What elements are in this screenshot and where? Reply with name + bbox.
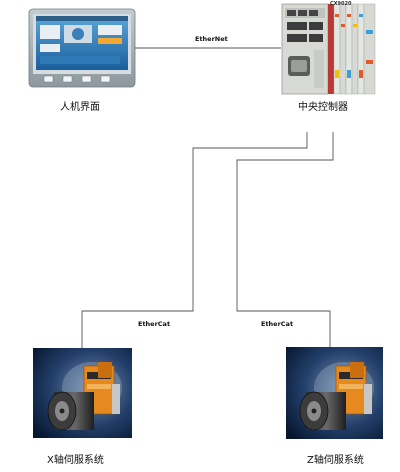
plc-controller-icon <box>281 3 376 95</box>
touch-panel-hmi-icon <box>28 8 136 88</box>
hmi-label: 人机界面 <box>60 102 100 113</box>
servo-motor-icon-x <box>33 348 132 438</box>
ethercat-label-z: EtherCat <box>261 320 294 328</box>
servo-motor-icon-z <box>286 347 383 439</box>
ethercat-link-z <box>236 132 334 350</box>
connection-lines <box>81 47 334 350</box>
ethernet-label: EtherNet <box>195 35 228 43</box>
ethercat-label-x: EtherCat <box>138 320 171 328</box>
controller-badge: CX9020 <box>330 1 352 7</box>
servo-z-label: Z轴伺服系统 <box>307 455 364 466</box>
ethercat-link-x <box>81 132 308 350</box>
controller-label: 中央控制器 <box>298 102 348 113</box>
servo-x-label: X轴伺服系统 <box>47 455 104 466</box>
